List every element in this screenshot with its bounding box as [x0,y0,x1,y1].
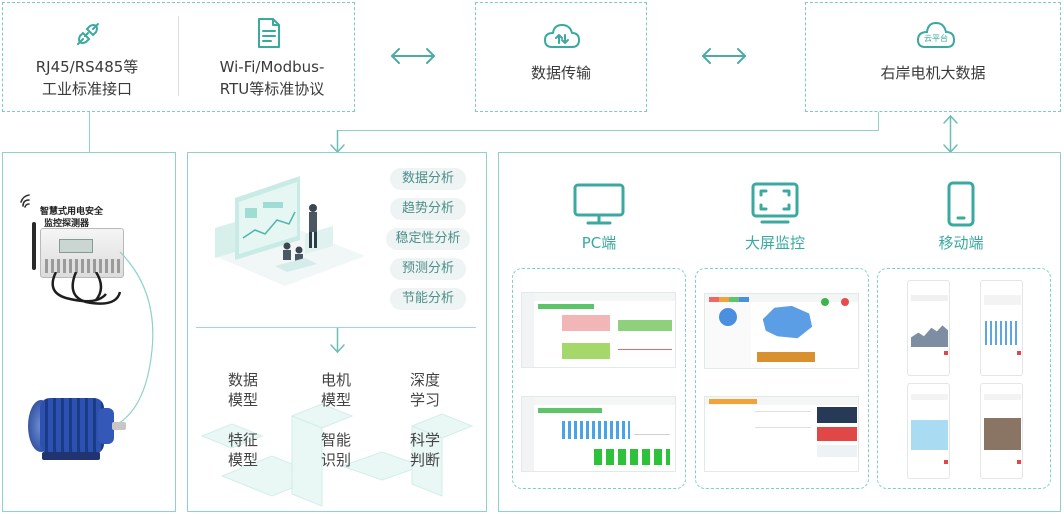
analysis-tag: 节能分析 [390,288,466,310]
device-label-line1: 智慧式用电安全 [40,207,104,217]
document-icon [258,18,280,48]
cloud-platform-icon [916,21,956,48]
terminal-label-pc: PC端 [581,234,617,252]
model-background-graphic [200,403,474,507]
mobile-app-screenshot [907,383,950,479]
device-motor-link [113,251,154,427]
electric-motor-image [28,394,126,466]
wireless-protocol-label: Wi-Fi/Modbus- RTU等标准协议 [219,58,325,98]
mobile-app-screenshot [980,383,1023,479]
monitor-icon [573,183,625,225]
connector-line [878,112,879,130]
device-cables [51,272,122,305]
device-label-line2: 监控探测器 [44,219,90,229]
vertical-bidirectional-arrow-icon [943,114,958,154]
model-item: 科学判断 [409,431,440,469]
mobile-app-screenshot [980,280,1023,376]
analysis-tag: 预测分析 [390,258,466,280]
mobile-phone-icon [947,181,975,227]
cloud-platform-icon-text: 云平台 [924,34,948,43]
data-transfer-label: 数据传输 [530,64,591,82]
model-item: 特征模型 [227,431,258,469]
mobile-screens-box [877,268,1051,489]
big-screen-dashboard-screenshot [704,396,859,472]
down-arrow-icon [330,130,345,154]
model-item: 电机模型 [320,371,351,409]
big-screen-screens-box [695,268,869,489]
antenna [32,222,36,270]
pc-screens-box [512,268,686,489]
pc-dashboard-screenshot [521,292,676,368]
down-arrow-icon [330,328,345,354]
pc-dashboard-screenshot [521,396,676,472]
device-display-screen [59,239,93,253]
connector-line [337,130,879,131]
bidirectional-arrow-icon [702,48,746,64]
analysis-tag: 稳定性分析 [386,228,470,250]
connector-line [89,112,90,152]
model-item: 数据模型 [227,371,258,409]
fullscreen-icon [751,182,799,224]
big-screen-dashboard-screenshot [704,293,859,369]
model-item: 智能识别 [320,431,351,469]
data-transfer-box [475,2,647,112]
terminal-label-mobile: 移动端 [938,234,984,252]
bidirectional-arrow-icon [391,48,435,64]
detector-device-image [40,228,124,278]
analysis-divider [196,327,476,328]
model-item: 深度学习 [409,371,440,409]
wifi-signal-icon [20,194,30,208]
mobile-app-screenshot [907,280,950,376]
analysis-tag: 数据分析 [390,168,466,190]
interface-divider [178,16,179,96]
cloud-sync-icon [544,24,580,48]
data-analysis-illustration [215,176,365,286]
cloud-platform-label: 右岸电机大数据 [880,64,986,82]
terminal-label-big-screen: 大屏监控 [744,234,805,252]
analysis-tag: 趋势分析 [390,198,466,220]
industrial-interface-label: RJ45/RS485等 工业标准接口 [35,58,139,98]
cloud-platform-box [805,2,1061,112]
plug-icon [77,23,99,45]
